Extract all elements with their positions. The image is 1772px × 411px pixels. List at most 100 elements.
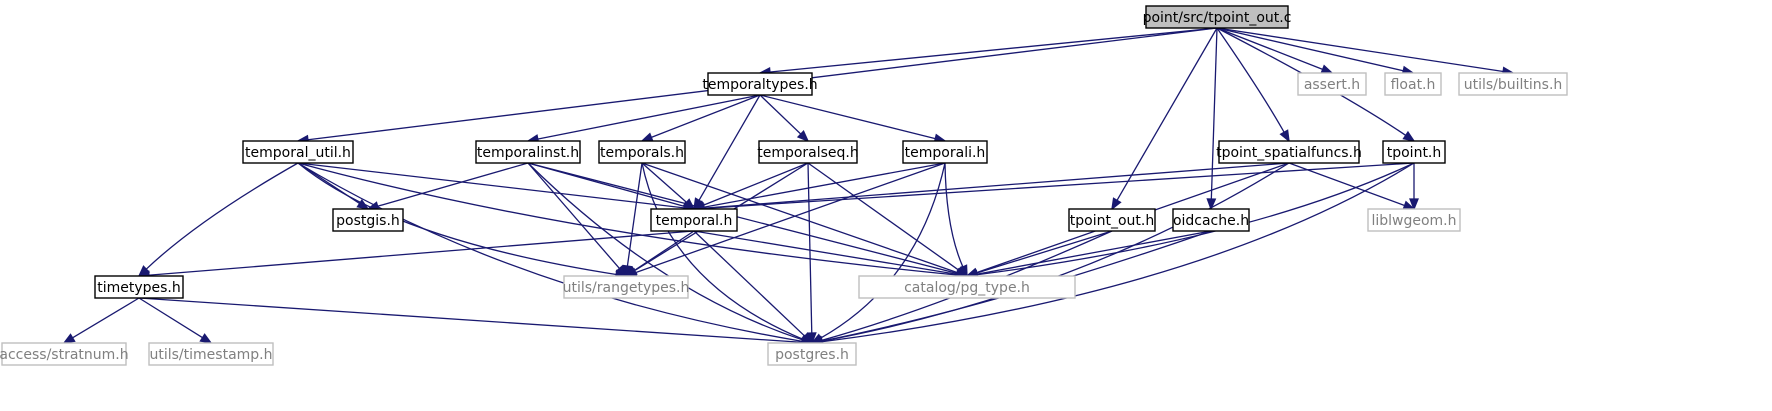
node-oidcache[interactable]: oidcache.h: [1172, 208, 1250, 232]
node-temporal-util[interactable]: temporal_util.h: [242, 140, 354, 164]
edge-temporal_util-to-timetypes: [137, 162, 299, 278]
edge-temporalinst-to-pg_type: [527, 162, 969, 279]
node-box: [598, 140, 686, 164]
edge-temporali-to-pg_type: [944, 162, 968, 278]
edge-temporal-to-rangetypes: [624, 230, 695, 277]
node-box: [94, 275, 184, 299]
node-postgres: postgres.h: [767, 342, 857, 366]
node-temporaltypes[interactable]: temporaltypes.h: [702, 72, 818, 96]
arrowhead: [958, 264, 968, 278]
arrowhead: [1206, 198, 1217, 211]
node-tpoint-out[interactable]: tpoint_out.h: [1068, 208, 1156, 232]
edge-temporalinst-to-rangetypes: [527, 162, 628, 278]
arrowhead: [796, 130, 810, 143]
node-assert: assert.h: [1297, 72, 1367, 96]
node-tpoint[interactable]: tpoint.h: [1382, 140, 1446, 164]
edge-tpoint_out_c-to-oidcache: [1206, 27, 1218, 211]
node-label: tpoint_spatialfuncs.h: [1216, 145, 1362, 161]
arrowhead: [199, 333, 213, 344]
node-temporal[interactable]: temporal.h: [650, 208, 738, 232]
node-box: [758, 140, 858, 164]
node-label: temporalseq.h: [757, 145, 859, 161]
node-label: temporals.h: [600, 145, 684, 161]
node-pg-type: catalog/pg_type.h: [858, 275, 1076, 299]
arrowhead: [1402, 130, 1416, 142]
node-box: [332, 208, 404, 232]
arrowhead: [682, 198, 696, 211]
node-box: [1172, 208, 1250, 232]
node-box: [1297, 72, 1367, 96]
node-label: tpoint.h: [1387, 145, 1442, 161]
edge-temporal_util-to-postgres: [297, 162, 814, 347]
edge-temporali-to-temporal: [692, 162, 946, 212]
edge-tpoint_out_c-to-temporaltypes: [758, 27, 1218, 77]
arrowhead: [62, 333, 76, 344]
node-label: postgis.h: [336, 213, 400, 229]
node-label: utils/timestamp.h: [150, 347, 273, 363]
node-box: [1458, 72, 1568, 96]
node-liblwgeom: liblwgeom.h: [1367, 208, 1461, 232]
edge-temporaltypes-to-temporals: [640, 94, 761, 142]
node-box: [1, 342, 127, 366]
node-box: [858, 275, 1076, 299]
node-tpoint-out-c[interactable]: point/src/tpoint_out.c: [1143, 5, 1292, 29]
node-timestamp: utils/timestamp.h: [148, 342, 274, 366]
node-label: temporaltypes.h: [702, 77, 817, 93]
node-temporals[interactable]: temporals.h: [598, 140, 686, 164]
node-postgis[interactable]: postgis.h: [332, 208, 404, 232]
node-label: temporal_util.h: [245, 145, 351, 161]
node-box: [1382, 140, 1446, 164]
node-box: [707, 72, 813, 96]
node-label: float.h: [1391, 77, 1436, 93]
node-temporalseq[interactable]: temporalseq.h: [757, 140, 859, 164]
edge-temporals-to-rangetypes: [622, 162, 643, 278]
edge-tpoint_spatialfuncs-to-temporal: [692, 162, 1290, 214]
edge-temporaltypes-to-temporali: [759, 94, 947, 144]
arrowhead: [1111, 197, 1122, 211]
node-box: [650, 208, 738, 232]
node-tpoint-spatialfuncs[interactable]: tpoint_spatialfuncs.h: [1216, 140, 1362, 164]
arrowhead: [624, 265, 638, 277]
node-label: liblwgeom.h: [1371, 213, 1456, 229]
edge-tpoint-to-liblwgeom: [1409, 163, 1419, 211]
node-box: [242, 140, 354, 164]
arrowhead: [1279, 129, 1290, 143]
node-builtins: utils/builtins.h: [1458, 72, 1568, 96]
edge-temporalinst-to-postgis: [366, 162, 529, 211]
node-label: catalog/pg_type.h: [904, 280, 1030, 296]
node-rangetypes: utils/rangetypes.h: [563, 275, 689, 299]
node-box: [902, 140, 988, 164]
node-label: temporalinst.h: [477, 145, 579, 161]
edge-temporal-to-timetypes: [137, 230, 695, 281]
node-box: [475, 140, 581, 164]
edge-temporaltypes-to-temporalinst: [526, 94, 761, 144]
arrowhead: [640, 132, 654, 142]
node-label: timetypes.h: [97, 280, 181, 296]
node-label: oidcache.h: [1173, 213, 1249, 229]
node-label: utils/builtins.h: [1464, 77, 1563, 93]
edge-temporalseq-to-pg_type: [807, 162, 969, 278]
node-label: temporal.h: [656, 213, 733, 229]
node-temporalinst[interactable]: temporalinst.h: [475, 140, 581, 164]
edge-temporals-to-postgres: [641, 162, 814, 344]
edge-temporaltypes-to-temporalseq: [759, 94, 810, 143]
node-box: [148, 342, 274, 366]
edge-timetypes-to-postgres: [138, 297, 814, 348]
edge-tpoint_out_c-to-float: [1216, 27, 1415, 76]
node-box: [1367, 208, 1461, 232]
edge-timetypes-to-stratnum: [62, 297, 140, 344]
node-box: [563, 275, 689, 299]
arrowhead: [1409, 198, 1419, 211]
nodes-layer: point/src/tpoint_out.c temporaltypes.h ass…: [0, 5, 1568, 366]
node-timetypes[interactable]: timetypes.h: [94, 275, 184, 299]
node-label: temporali.h: [905, 145, 986, 161]
node-float: float.h: [1384, 72, 1442, 96]
edge-tpoint_out_c-to-tpoint_spatialfuncs: [1216, 27, 1290, 143]
node-temporali[interactable]: temporali.h: [902, 140, 988, 164]
node-label: postgres.h: [775, 347, 849, 363]
node-label: point/src/tpoint_out.c: [1143, 10, 1292, 26]
edge-temporalseq-to-postgres: [806, 162, 817, 345]
node-stratnum: access/stratnum.h: [0, 342, 129, 366]
edge-timetypes-to-timestamp: [138, 297, 213, 344]
